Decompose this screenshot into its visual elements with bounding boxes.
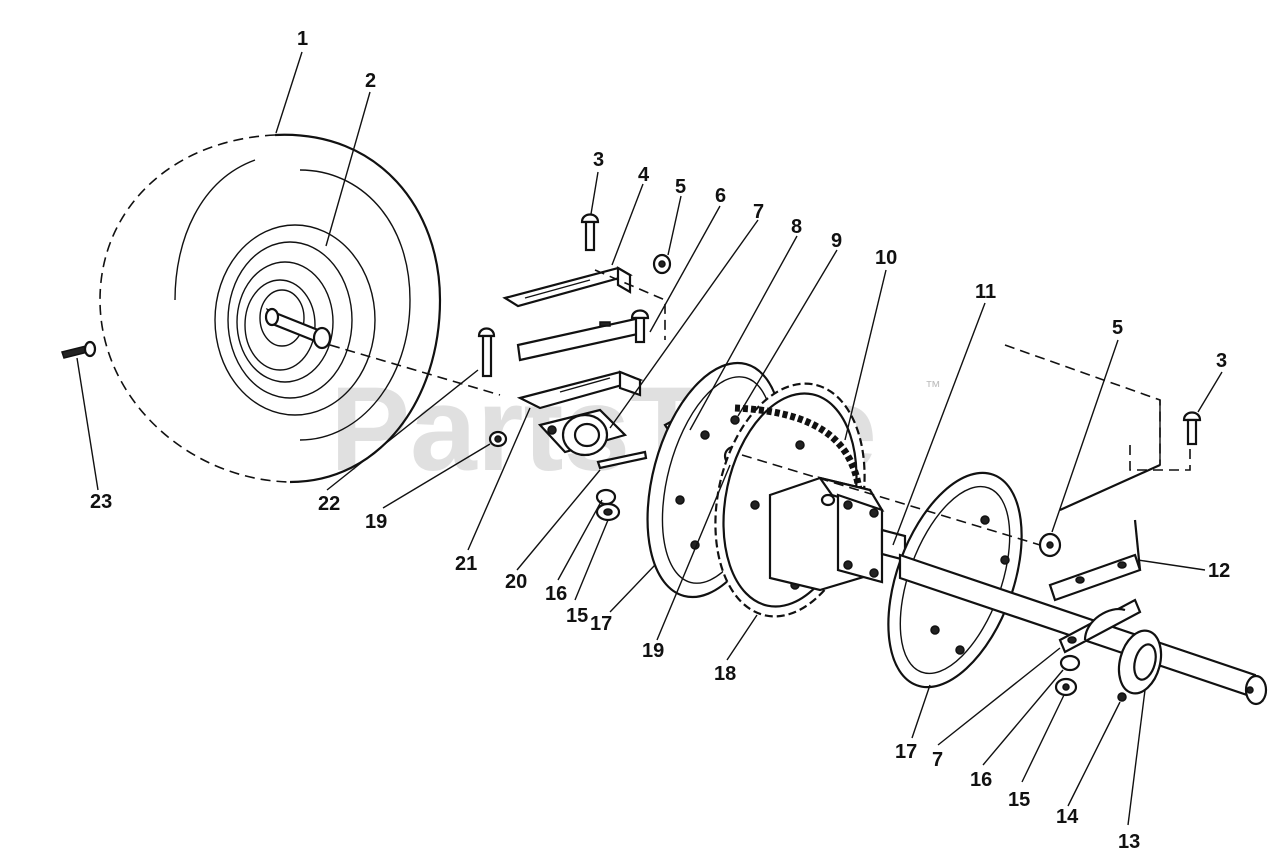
callout-10: 10 [875,247,897,269]
callout-19: 19 [365,511,387,533]
drive-chain-10 [734,404,863,542]
callout-5: 5 [675,176,686,198]
callout-6: 6 [715,185,726,207]
carriage-bolt-22 [477,327,496,378]
carriage-bolt-3a [580,213,600,252]
callout-labels: 1 2 3 4 5 6 7 8 9 10 11 5 3 12 23 22 19 … [90,28,1230,853]
callout-16-right: 16 [970,769,992,791]
wheel-rim [214,224,376,416]
wheel-hub-axle [264,307,332,350]
carriage-bolt-3b [1182,411,1202,446]
callout-2: 2 [365,70,376,92]
callout-4: 4 [638,164,650,186]
callout-14: 14 [1056,806,1079,828]
callout-17-right: 17 [895,741,917,763]
nut-5b [1038,532,1062,558]
callout-7-right: 7 [932,749,943,771]
callout-23: 23 [90,491,112,513]
callout-19-lower: 19 [642,640,664,662]
callout-3: 3 [593,149,604,171]
callout-5-right: 5 [1112,317,1123,339]
callout-8: 8 [791,216,802,238]
callout-3-right: 3 [1216,350,1227,372]
nut-5a [652,253,672,275]
nut-19a [488,430,508,448]
callout-13: 13 [1118,831,1140,853]
callout-11: 11 [975,281,996,303]
callout-1: 1 [297,28,308,50]
leader-lines [76,51,1223,826]
clamp-bearing-7b [1058,598,1142,654]
callout-21: 21 [455,553,477,575]
upper-bracket-4 [502,266,633,308]
callout-17: 17 [590,613,612,635]
flange-bearing-13 [1117,629,1163,695]
gearbox-11 [768,476,885,592]
callout-20: 20 [505,571,527,593]
frame-outline [1004,344,1191,512]
callout-18: 18 [714,663,736,685]
washer-nut-stack [595,450,648,522]
watermark-trademark: ™ [925,379,941,396]
middle-plate [516,316,644,362]
callout-9: 9 [831,230,842,252]
callout-15-right: 15 [1008,789,1030,811]
carriage-bolt-6 [630,309,650,344]
callout-15: 15 [566,605,588,627]
screw-14 [1117,692,1127,702]
callout-7: 7 [753,201,764,223]
bearing-bracket-21 [516,370,644,410]
callout-22: 22 [318,493,340,515]
flange-bearing-7a [537,408,628,457]
callout-16: 16 [545,583,567,605]
assembly-centerlines [329,269,1041,546]
callout-12: 12 [1208,560,1230,582]
washer-16b [1059,654,1081,672]
nut-15b [1054,677,1078,697]
bracket-12 [1048,519,1142,602]
bolt-23 [61,340,97,359]
